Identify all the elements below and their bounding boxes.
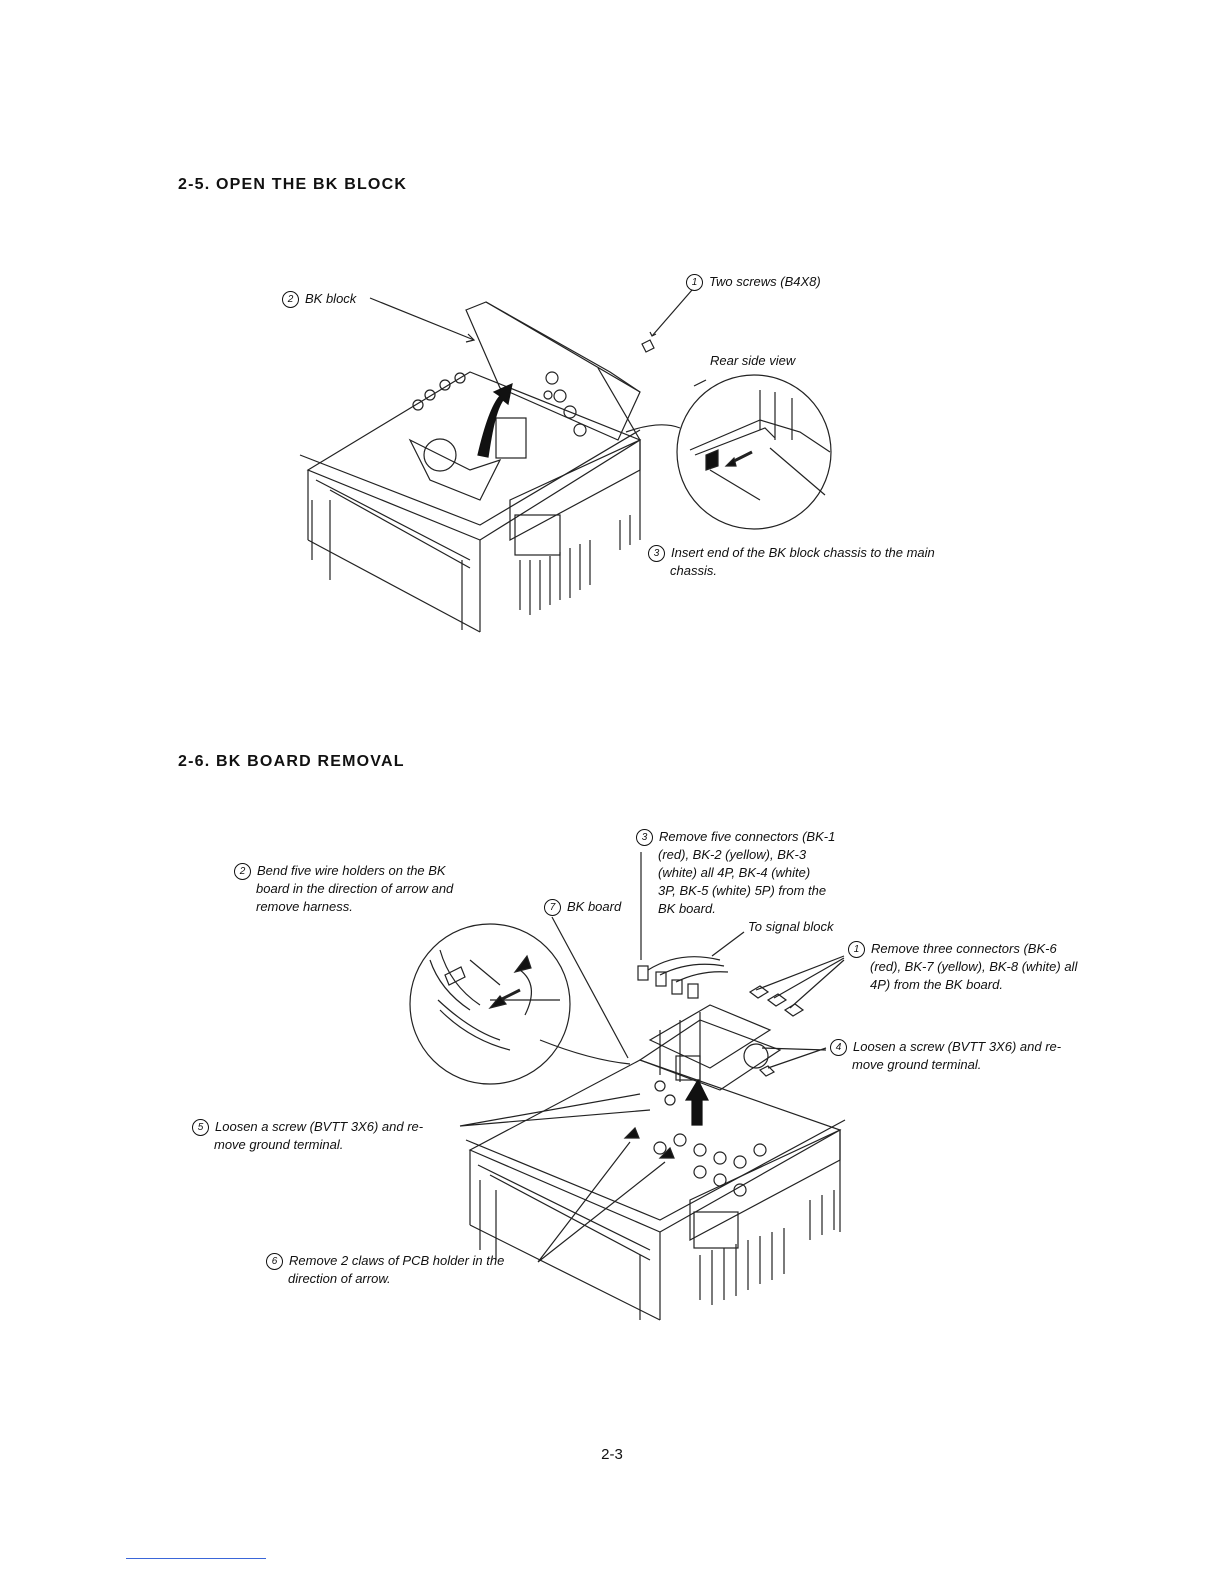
callout-text: Loosen a screw (BVTT 3X6) and re- xyxy=(853,1039,1062,1054)
callout-remove-claws: 6 Remove 2 claws of PCB holder in the dir… xyxy=(266,1252,556,1288)
callout-number: 5 xyxy=(192,1119,209,1136)
section-heading-2-5: 2-5. OPEN THE BK BLOCK xyxy=(178,176,408,193)
wire-holder-detail-circle xyxy=(409,923,571,1085)
callout-remove-five-connectors: 3 Remove five connectors (BK-1 (red), BK-… xyxy=(636,828,876,918)
callout-text: board in the direction of arrow and xyxy=(256,881,454,896)
callout-text: 3P, BK-5 (white) 5P) from the xyxy=(658,883,827,898)
callout-text: BK board. xyxy=(658,901,716,916)
callout-number: 4 xyxy=(830,1039,847,1056)
callout-two-screws: 1 Two screws (B4X8) xyxy=(686,273,821,291)
callout-text: chassis. xyxy=(670,563,717,578)
callout-number: 2 xyxy=(282,291,299,308)
callout-text: (red), BK-7 (yellow), BK-8 (white) all xyxy=(870,959,1078,974)
callout-number: 6 xyxy=(266,1253,283,1270)
callout-text: 4P) from the BK board. xyxy=(870,977,1003,992)
callout-text: Bend five wire holders on the BK xyxy=(257,863,446,878)
callout-bend-wire-holders: 2 Bend five wire holders on the BK board … xyxy=(234,862,514,916)
callout-text: BK board xyxy=(567,899,622,914)
page-number: 2-3 xyxy=(601,1446,623,1463)
callout-text: move ground terminal. xyxy=(852,1057,982,1072)
figure-bk-board-removal xyxy=(465,956,846,1321)
callout-text: Insert end of the BK block chassis to th… xyxy=(671,545,935,560)
rear-side-view-circle xyxy=(676,374,832,530)
callout-remove-three-connectors: 1 Remove three connectors (BK-6 (red), BK… xyxy=(848,940,1118,994)
callout-text: Remove 2 claws of PCB holder in the xyxy=(289,1253,505,1268)
section-heading-2-6: 2-6. BK BOARD REMOVAL xyxy=(178,753,405,770)
callout-text: Remove three connectors (BK-6 xyxy=(871,941,1057,956)
callout-text: (red), BK-2 (yellow), BK-3 xyxy=(658,847,807,862)
callout-number: 1 xyxy=(686,274,703,291)
rear-side-view-label: Rear side view xyxy=(710,353,796,368)
figure-open-bk-block xyxy=(299,301,655,633)
callout-number: 3 xyxy=(636,829,653,846)
callout-number: 7 xyxy=(544,899,561,916)
callout-bk-block: 2 BK block xyxy=(282,290,356,308)
callout-text: Loosen a screw (BVTT 3X6) and re- xyxy=(215,1119,424,1134)
callout-insert-end: 3 Insert end of the BK block chassis to t… xyxy=(648,544,935,580)
callout-text: Remove five connectors (BK-1 xyxy=(659,829,836,844)
footer-rule xyxy=(126,1558,266,1559)
to-signal-block-label: To signal block xyxy=(748,919,834,934)
callout-text: (white) all 4P, BK-4 (white) xyxy=(658,865,811,880)
callout-loosen-screw-4: 4 Loosen a screw (BVTT 3X6) and re- move … xyxy=(830,1038,1110,1074)
callout-text: Two screws (B4X8) xyxy=(709,274,821,289)
callout-number: 3 xyxy=(648,545,665,562)
callout-text: direction of arrow. xyxy=(288,1271,391,1286)
callout-bk-board: 7 BK board xyxy=(544,898,621,916)
callout-loosen-screw-5: 5 Loosen a screw (BVTT 3X6) and re- move … xyxy=(192,1118,472,1154)
callout-text: move ground terminal. xyxy=(214,1137,344,1152)
callout-text: BK block xyxy=(305,291,357,306)
callout-text: remove harness. xyxy=(256,899,353,914)
callout-number: 2 xyxy=(234,863,251,880)
callout-number: 1 xyxy=(848,941,865,958)
